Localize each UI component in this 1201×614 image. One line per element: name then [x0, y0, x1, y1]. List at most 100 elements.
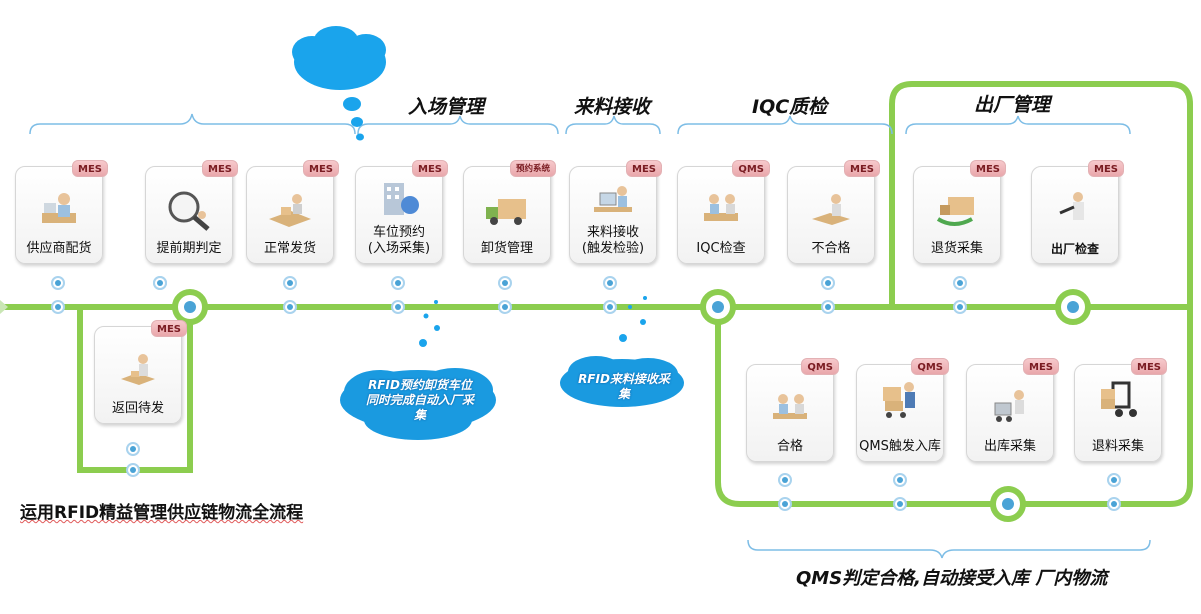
connector-dot — [287, 304, 293, 310]
thought-cloud — [292, 26, 386, 141]
mes-badge: MES — [1023, 358, 1059, 375]
connector-dot — [1111, 477, 1117, 483]
people-desk-icon — [773, 394, 807, 419]
main-caption: 运用RFID精益管理供应链物流全流程 — [20, 503, 304, 523]
junction-node-4 — [990, 486, 1026, 522]
card-label: 退料采集 — [1091, 439, 1144, 454]
card-return-collect: MES 退货采集 — [913, 160, 1006, 264]
card-outbound: MES 出库采集 — [966, 358, 1059, 462]
connector-dot — [287, 280, 293, 286]
exit-loop-line — [715, 81, 1193, 507]
building-globe-icon — [384, 183, 419, 215]
start-arrow — [0, 300, 8, 314]
person-box-icon — [812, 194, 850, 225]
rfid-bubble-2-text: RFID来料接收采集 — [578, 372, 670, 401]
qms-badge: QMS — [732, 160, 770, 177]
connector-dot — [825, 280, 831, 286]
junction-node-3 — [1055, 289, 1091, 325]
card-label: 供应商配货 — [26, 241, 92, 256]
rfid-bubble-2 — [560, 296, 684, 407]
qms-badge: QMS — [801, 358, 839, 375]
card-unload: 预约系统 卸货管理 — [463, 160, 556, 264]
connector-dot — [607, 280, 613, 286]
mes-badge: MES — [151, 320, 187, 337]
brace-left — [29, 113, 356, 135]
connector-dot — [782, 501, 788, 507]
forklift-icon — [1101, 381, 1137, 417]
card-exit-check: MES 出厂检查 — [1031, 160, 1124, 264]
card-label: 提前期判定 — [156, 241, 222, 256]
card-supplier: MES 供应商配货 — [15, 160, 108, 264]
card-label-line2: (触发检验) — [581, 241, 645, 256]
connector-dot — [957, 304, 963, 310]
connector-dot — [782, 477, 788, 483]
card-pass: QMS 合格 — [746, 358, 839, 462]
card-label-line1: 车位预约 — [372, 225, 425, 240]
section-title-entry: 入场管理 — [408, 96, 485, 118]
connector-dot — [130, 446, 136, 452]
connector-dot — [897, 501, 903, 507]
worker-cart-icon — [994, 390, 1024, 422]
connector-dot — [607, 304, 613, 310]
brace-exit — [905, 115, 1131, 135]
booking-system-badge: 预约系统 — [509, 160, 556, 177]
junction-node-1 — [172, 289, 208, 325]
connector-dot — [130, 467, 136, 473]
card-parking: MES 车位预约 (入场采集) — [355, 160, 448, 264]
connector-dot — [395, 280, 401, 286]
connector-dot — [502, 280, 508, 286]
guard-icon — [1059, 192, 1084, 220]
card-label: 返回待发 — [111, 401, 164, 416]
card-label: QMS触发入库 — [859, 439, 941, 454]
inspection-icon — [704, 194, 738, 221]
card-label-line2: (入场采集) — [367, 241, 431, 256]
connector-dot — [957, 280, 963, 286]
junction-node-2 — [700, 289, 736, 325]
connector-dot — [897, 477, 903, 483]
rfid-bubble-1 — [340, 300, 496, 440]
brace-receive — [565, 115, 661, 135]
return-goods-icon — [936, 197, 974, 226]
brace-entry — [357, 115, 559, 135]
connector-dot — [395, 304, 401, 310]
connector-dot — [157, 280, 163, 286]
worker-computer-icon — [594, 186, 632, 212]
magnifier-icon — [168, 191, 210, 231]
connector-dot — [55, 280, 61, 286]
connector-dot — [1111, 501, 1117, 507]
card-advance: MES 提前期判定 — [145, 160, 238, 264]
card-qms-trigger: QMS QMS触发入库 — [856, 358, 949, 462]
mes-badge: MES — [970, 160, 1006, 177]
delivery-truck-icon — [486, 199, 526, 225]
brace-bottom — [747, 539, 1151, 559]
card-label: 退货采集 — [930, 241, 983, 256]
mes-badge: MES — [844, 160, 880, 177]
connector-dot — [825, 304, 831, 310]
cart-boxes-icon — [883, 382, 915, 418]
mes-badge: MES — [202, 160, 238, 177]
card-label: 卸货管理 — [480, 241, 533, 256]
mes-badge: MES — [72, 160, 108, 177]
bottom-caption: QMS判定合格,自动接受入库 厂内物流 — [796, 568, 1108, 589]
section-title-receive: 来料接收 — [574, 96, 651, 118]
rfid-bubble-1-text: RFID预约卸货车位同时完成自动入厂采集 — [366, 378, 475, 422]
card-fail: MES 不合格 — [787, 160, 880, 264]
section-title-exit: 出厂管理 — [974, 94, 1051, 116]
card-return-wait: MES 返回待发 — [94, 320, 187, 424]
mes-badge: MES — [1088, 160, 1124, 177]
mes-badge: MES — [303, 160, 339, 177]
card-return-material: MES 退料采集 — [1074, 358, 1167, 462]
card-label: 出厂检查 — [1050, 242, 1099, 256]
boxes-desk-icon — [269, 194, 311, 227]
card-label: IQC检查 — [696, 241, 746, 256]
card-label: 出库采集 — [983, 439, 1036, 454]
mes-badge: MES — [1131, 358, 1167, 375]
person-box-icon — [121, 354, 155, 385]
card-label: 正常发货 — [263, 241, 316, 256]
card-label: 不合格 — [811, 241, 851, 256]
mes-badge: MES — [412, 160, 448, 177]
card-receiving: MES 来料接收 (触发检验) — [569, 160, 662, 264]
